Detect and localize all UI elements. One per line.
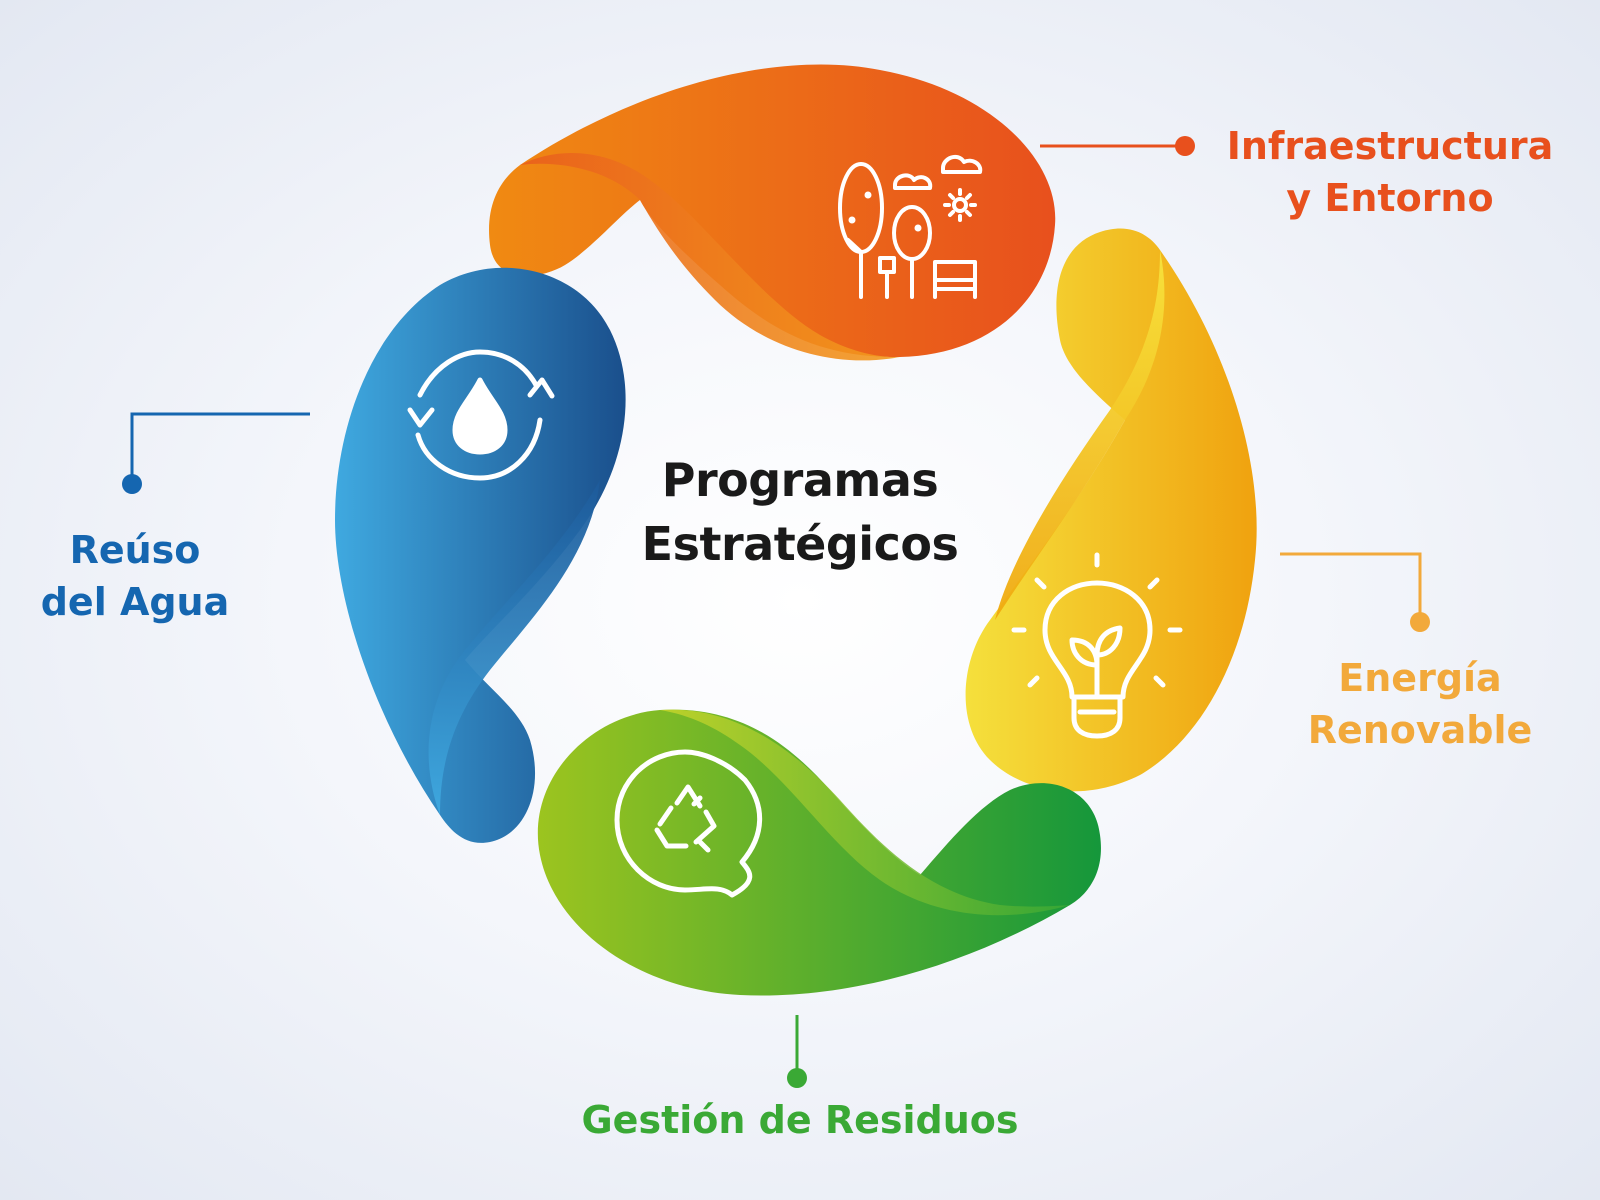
label-agua-line-1: Reúso	[69, 528, 201, 572]
label-energia-line-2: Renovable	[1307, 708, 1533, 752]
lightbulb-sprout-icon	[1011, 552, 1183, 739]
petal-agua	[335, 267, 626, 843]
recycle-speech-bubble-icon	[614, 749, 763, 898]
title-line-2: Estratégicos	[641, 517, 959, 571]
connector-agua	[122, 412, 310, 494]
connector-residuos	[787, 1015, 807, 1088]
label-infraestructura-line-1: Infraestructura	[1226, 124, 1554, 168]
petal-energia	[965, 228, 1257, 792]
label-energia-line-1: Energía	[1338, 656, 1502, 700]
label-energia: Energía Renovable	[1260, 652, 1580, 756]
label-infraestructura: Infraestructura y Entorno	[1200, 120, 1580, 224]
water-drop-cycle-icon	[407, 349, 555, 481]
label-agua-line-2: del Agua	[40, 580, 230, 624]
label-residuos-line-1: Gestión de Residuos	[581, 1098, 1019, 1142]
connector-energia	[1280, 552, 1430, 632]
petal-residuos	[537, 709, 1101, 996]
park-trees-bench-icon	[838, 154, 983, 299]
label-agua: Reúso del Agua	[10, 524, 260, 628]
diagram-title: Programas Estratégicos	[590, 448, 1010, 576]
label-residuos: Gestión de Residuos	[520, 1094, 1080, 1146]
label-infraestructura-line-2: y Entorno	[1286, 176, 1494, 220]
title-line-1: Programas	[661, 453, 939, 507]
connector-infraestructura	[1040, 136, 1195, 156]
